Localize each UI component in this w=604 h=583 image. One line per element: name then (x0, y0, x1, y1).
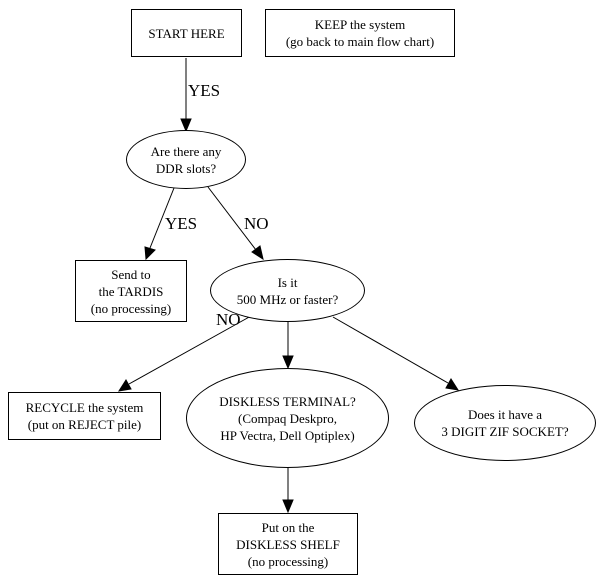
recycle-system-box: RECYCLE the system (put on REJECT pile) (8, 392, 161, 440)
zif-socket-decision: Does it have a 3 DIGIT ZIF SOCKET? (414, 385, 596, 461)
diskless-shelf-box: Put on the DISKLESS SHELF (no processing… (218, 513, 358, 575)
arrowhead-recycle (117, 379, 132, 392)
edge-label-ddr-yes: YES (165, 214, 198, 233)
start-here-box: START HERE (131, 9, 242, 57)
diskless-terminal-decision: DISKLESS TERMINAL? (Compaq Deskpro, HP V… (186, 368, 389, 468)
edge-label-ddr-no: NO (244, 214, 269, 233)
edge-ddr-to-speed (207, 186, 257, 251)
send-to-tardis-box: Send to the TARDIS (no processing) (75, 260, 187, 322)
edge-ddr-to-tardis (149, 187, 175, 249)
arrowhead-ddr (180, 118, 192, 133)
arrowhead-shelf (282, 499, 294, 514)
arrowhead-tardis (144, 246, 156, 261)
arrowhead-diskless (282, 355, 294, 370)
edge-speed-to-zif (332, 316, 449, 384)
arrowhead-zif (445, 378, 460, 391)
arrowhead-speed (251, 245, 264, 261)
ddr-slots-decision: Are there any DDR slots? (126, 130, 246, 189)
keep-system-box: KEEP the system (go back to main flow ch… (265, 9, 455, 57)
speed-decision: Is it 500 MHz or faster? (210, 259, 365, 322)
edge-speed-to-recycle (128, 315, 252, 385)
edge-label-speed-no: NO (216, 310, 241, 329)
edge-label-start-yes: YES (188, 81, 221, 100)
